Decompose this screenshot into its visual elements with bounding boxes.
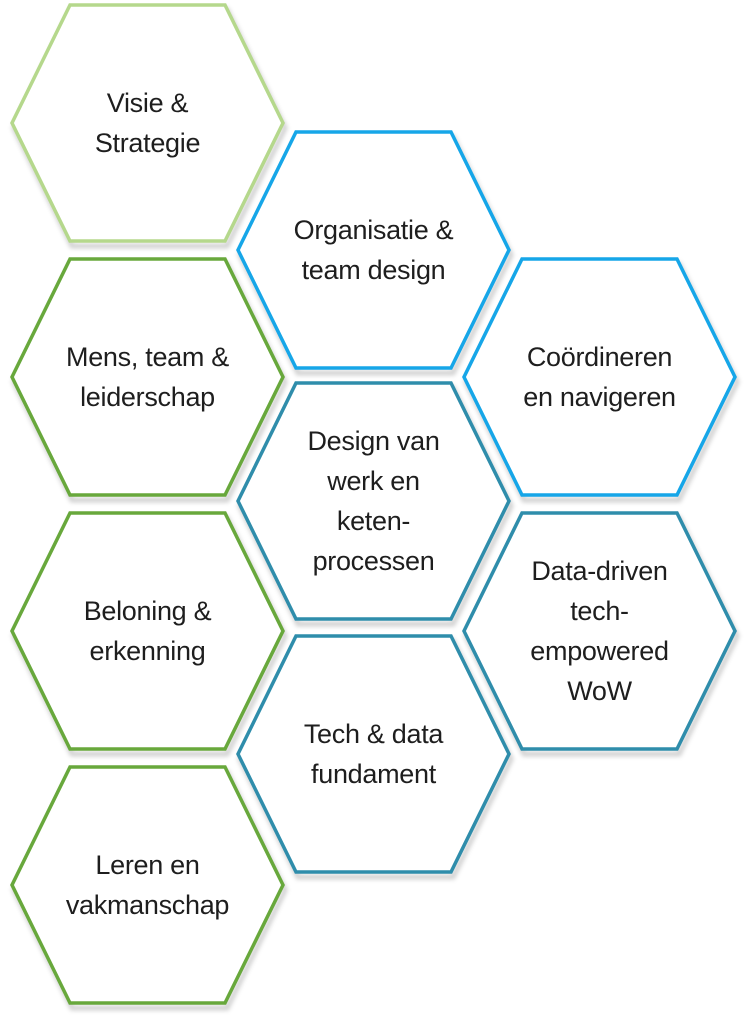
hexagon-label: Design van werk en keten-processen (266, 381, 481, 621)
hexagon-shape (236, 381, 514, 627)
hexagon-label-line: vakmanschap (65, 890, 230, 920)
hexagon-outline (10, 511, 285, 751)
hexagon-outline (10, 765, 285, 1005)
hexagon-visie-strategie: Visie & Strategie (10, 3, 288, 249)
hexagon-label-line: tech- (570, 596, 629, 626)
hexagon-outline (462, 511, 737, 751)
hexagon-label-line: fundament (311, 759, 436, 789)
hexagon-label-line: werk en (327, 466, 420, 496)
hexagon-label-line: erkenning (89, 636, 206, 666)
hexagon-label-line: team design (301, 255, 446, 285)
hexagon-label: Visie & Strategie (40, 3, 255, 243)
hexagon-label-line: Beloning & (83, 596, 212, 626)
hexagon-outline (10, 257, 285, 497)
hexagon-shape (10, 765, 288, 1011)
hexagon-label-line: leiderschap (80, 382, 215, 412)
hexagon-label-line: Mens, team & (66, 342, 229, 372)
hexagon-shape (462, 511, 740, 757)
hexagon-mens-team-leiderschap: Mens, team & leiderschap (10, 257, 288, 503)
hexagon-label-line: WoW (567, 676, 632, 706)
hexagon-outline (236, 381, 511, 621)
hexagon-label-line: Strategie (94, 128, 201, 158)
hexagon-organisatie-team-design: Organisatie & team design (236, 130, 514, 376)
hexagon-label-line: en navigeren (523, 382, 676, 412)
hexagon-outline (236, 634, 511, 874)
hexagon-shape (236, 634, 514, 880)
hexagon-label-line: Tech & data (303, 719, 444, 749)
hexagon-label-line: Design van (307, 426, 440, 456)
hexagon-label-line: Leren en (95, 850, 200, 880)
hexagon-shape (236, 130, 514, 376)
hexagon-shape (10, 257, 288, 503)
hexagon-label: Organisatie & team design (266, 130, 481, 370)
hexagon-label-line: Coördineren (526, 342, 673, 372)
hexagon-shape (10, 511, 288, 757)
hexagon-outline (462, 257, 737, 497)
hexagon-shape (462, 257, 740, 503)
hexagon-label: Beloning & erkenning (40, 511, 255, 751)
hexagon-label-line: Visie & (106, 88, 189, 118)
hexagon-label-line: keten- (336, 506, 411, 536)
hexagon-outline (236, 130, 511, 370)
hexagon-label: Leren en vakmanschap (40, 765, 255, 1005)
hexagon-label-line: empowered (530, 636, 669, 666)
hexagon-beloning-erkenning: Beloning & erkenning (10, 511, 288, 757)
hexagon-label-line: processen (312, 546, 435, 576)
hexagon-tech-data-fundament: Tech & data fundament (236, 634, 514, 880)
hexagon-label-line: Organisatie & (293, 215, 454, 245)
hexagon-coordineren-navigeren: Coördineren en navigeren (462, 257, 740, 503)
hexagon-shape (10, 3, 288, 249)
hexagon-label-line: Data-driven (531, 556, 668, 586)
hexagon-leren-vakmanschap: Leren en vakmanschap (10, 765, 288, 1011)
hexagon-label: Coördineren en navigeren (492, 257, 707, 497)
hexagon-outline (10, 3, 285, 243)
hexagon-label: Tech & data fundament (266, 634, 481, 874)
hexagon-label: Mens, team & leiderschap (40, 257, 255, 497)
hexagon-design-werk-ketenprocessen: Design van werk en keten-processen (236, 381, 514, 627)
